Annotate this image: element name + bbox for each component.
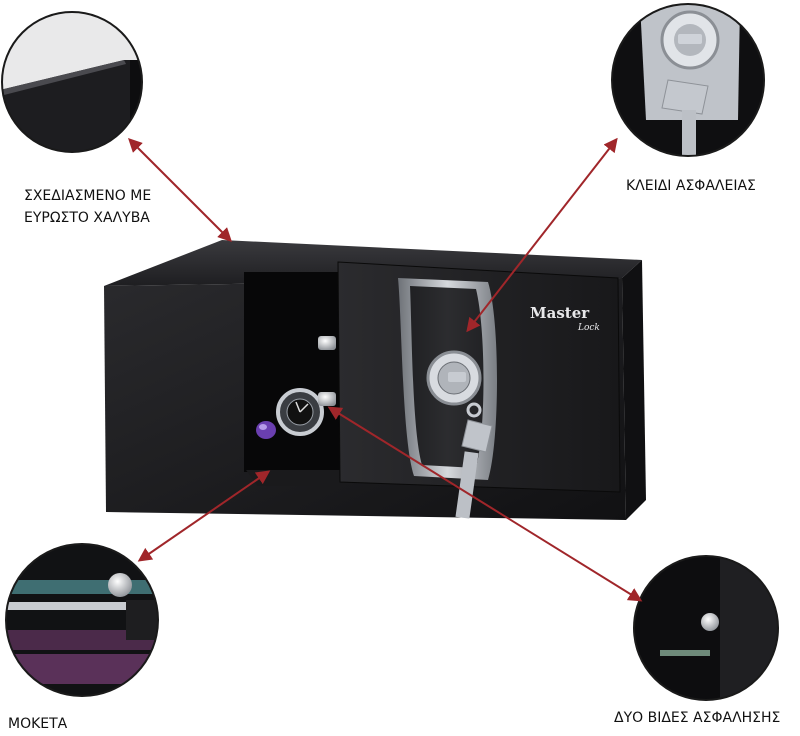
arrow-steel [128, 138, 232, 242]
safe-interior [244, 272, 340, 472]
brand-name-bottom: Lock [577, 323, 600, 333]
safe-side [622, 260, 646, 520]
arrow-key [466, 137, 618, 333]
safe: Master Lock [104, 240, 646, 520]
zoom-bolts-detail [633, 555, 779, 701]
arrow-bolts [327, 406, 643, 602]
label-key: ΚΛΕΙΔΙ ΑΣΦΑΛΕΙΑΣ [626, 178, 756, 194]
label-bolts: ΔΥΟ ΒΙΔΕΣ ΑΣΦΑΛΗΣΗΣ [614, 710, 781, 726]
watch-icon [276, 388, 324, 436]
zoom-steel-detail [1, 11, 143, 153]
arrow-carpet [137, 470, 271, 562]
brand-name-top: Master [530, 304, 590, 322]
zoom-carpet-detail [5, 543, 159, 697]
label-carpet: ΜΟΚΕΤΑ [8, 716, 68, 732]
zoom-key-detail [611, 3, 765, 157]
label-steel-line1: ΣΧΕΔΙΑΣΜΕΝΟ ΜΕ [24, 188, 152, 204]
label-steel-line2: ΕΥΡΩΣΤΟ ΧΑΛΥΒΑ [24, 210, 150, 226]
bolt-icon [318, 336, 336, 406]
ring-icon [256, 421, 276, 439]
